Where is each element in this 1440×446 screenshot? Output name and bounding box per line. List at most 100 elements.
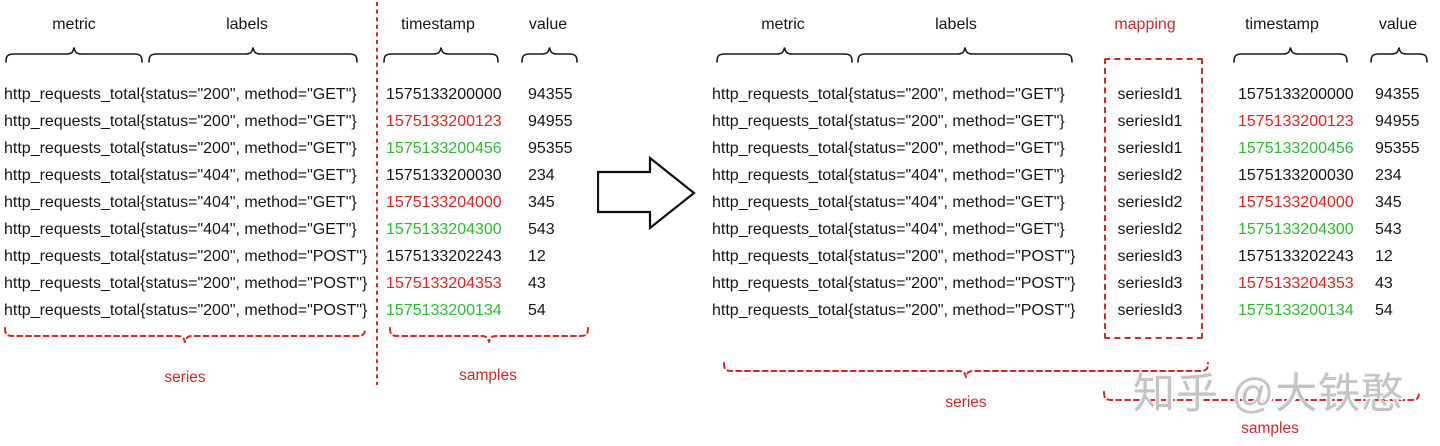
row-value: 95355 [528,140,573,157]
table-row: http_requests_total{status="200", method… [712,108,1420,135]
row-timestamp: 1575133204300 [1238,221,1354,238]
row-timestamp: 1575133200123 [386,113,502,130]
right-header-timestamp: timestamp [1245,16,1319,33]
left-metric-overbrace-icon [5,47,143,63]
row-value: 54 [1375,302,1393,319]
right-series-underbrace-icon [723,362,1209,378]
left-timestamp-overbrace-icon [383,47,499,63]
row-mapping: seriesId2 [1117,194,1183,211]
row-metric: http_requests_total{status="404", method… [712,194,1065,211]
series-samples-divider-line [376,2,378,385]
table-row: http_requests_total{status="200", method… [4,270,573,297]
right-value-overbrace-icon [1370,47,1428,63]
row-mapping: seriesId3 [1117,302,1183,319]
row-value: 12 [1375,248,1393,265]
table-row: http_requests_total{status="200", method… [4,81,573,108]
table-row: http_requests_total{status="200", method… [4,297,573,324]
table-row: http_requests_total{status="200", method… [4,243,573,270]
table-row: http_requests_total{status="404", method… [712,189,1420,216]
row-timestamp: 1575133202243 [386,248,502,265]
row-timestamp: 1575133204000 [1238,194,1354,211]
row-value: 543 [1375,221,1402,238]
table-row: http_requests_total{status="404", method… [4,162,573,189]
row-metric: http_requests_total{status="404", method… [712,221,1065,238]
row-value: 345 [1375,194,1402,211]
left-series-label: series [164,369,206,386]
right-labels-overbrace-icon [857,47,1073,63]
table-row: http_requests_total{status="200", method… [4,135,573,162]
row-metric: http_requests_total{status="404", method… [4,221,357,238]
row-timestamp: 1575133200134 [386,302,502,319]
table-row: http_requests_total{status="404", method… [712,216,1420,243]
table-row: http_requests_total{status="200", method… [4,108,573,135]
mapping-dashed-box [1104,58,1203,339]
row-value: 43 [1375,275,1393,292]
arrow-right-icon [597,156,696,231]
right-header-labels: labels [935,16,977,33]
row-metric: http_requests_total{status="404", method… [4,194,357,211]
left-samples-label: samples [459,367,517,384]
right-timestamp-overbrace-icon [1233,47,1348,63]
right-series-label: series [945,394,987,411]
left-table-rows: http_requests_total{status="200", method… [4,81,573,324]
table-row: http_requests_total{status="200", method… [712,243,1420,270]
row-timestamp: 1575133204000 [386,194,502,211]
left-samples-underbrace-icon [389,327,589,343]
row-timestamp: 1575133204353 [386,275,502,292]
row-timestamp: 1575133200123 [1238,113,1354,130]
row-mapping: seriesId2 [1117,167,1183,184]
row-metric: http_requests_total{status="200", method… [4,140,357,157]
row-mapping: seriesId1 [1117,113,1183,130]
row-value: 95355 [1375,140,1420,157]
row-timestamp: 1575133200030 [1238,167,1354,184]
row-mapping: seriesId2 [1117,221,1183,238]
row-metric: http_requests_total{status="200", method… [712,302,1076,319]
row-value: 543 [528,221,555,238]
row-timestamp: 1575133200000 [386,86,502,103]
table-row: http_requests_total{status="404", method… [4,189,573,216]
right-header-mapping: mapping [1114,16,1176,33]
row-timestamp: 1575133204353 [1238,275,1354,292]
row-metric: http_requests_total{status="200", method… [4,113,357,130]
right-table-rows: http_requests_total{status="200", method… [712,81,1420,324]
row-timestamp: 1575133200030 [386,167,502,184]
row-metric: http_requests_total{status="200", method… [712,275,1076,292]
row-metric: http_requests_total{status="404", method… [712,167,1065,184]
table-row: http_requests_total{status="200", method… [712,135,1420,162]
left-value-overbrace-icon [521,47,578,63]
right-samples-underbrace-icon [1103,391,1420,407]
row-timestamp: 1575133202243 [1238,248,1354,265]
row-metric: http_requests_total{status="200", method… [4,86,357,103]
row-metric: http_requests_total{status="404", method… [4,167,357,184]
row-timestamp: 1575133200134 [1238,302,1354,319]
left-header-metric: metric [52,16,96,33]
row-value: 94355 [528,86,573,103]
row-metric: http_requests_total{status="200", method… [4,302,368,319]
row-timestamp: 1575133204300 [386,221,502,238]
row-value: 54 [528,302,546,319]
watermark-text: 知乎 @大铁憨 [1133,370,1405,417]
row-value: 43 [528,275,546,292]
left-header-value: value [528,16,568,33]
row-timestamp: 1575133200456 [386,140,502,157]
row-metric: http_requests_total{status="200", method… [712,140,1065,157]
row-value: 94955 [1375,113,1420,130]
left-header-labels: labels [226,16,268,33]
table-row: http_requests_total{status="200", method… [712,297,1420,324]
row-metric: http_requests_total{status="200", method… [712,113,1065,130]
right-header-metric: metric [761,16,805,33]
row-mapping: seriesId1 [1117,140,1183,157]
row-metric: http_requests_total{status="200", method… [4,275,368,292]
row-value: 94955 [528,113,573,130]
row-value: 12 [528,248,546,265]
row-metric: http_requests_total{status="200", method… [4,248,368,265]
row-mapping: seriesId1 [1117,86,1183,103]
left-series-underbrace-icon [4,327,366,343]
table-row: http_requests_total{status="200", method… [712,81,1420,108]
row-value: 94355 [1375,86,1420,103]
left-header-timestamp: timestamp [401,16,475,33]
right-header-value: value [1378,16,1418,33]
row-mapping: seriesId3 [1117,275,1183,292]
row-metric: http_requests_total{status="200", method… [712,86,1065,103]
